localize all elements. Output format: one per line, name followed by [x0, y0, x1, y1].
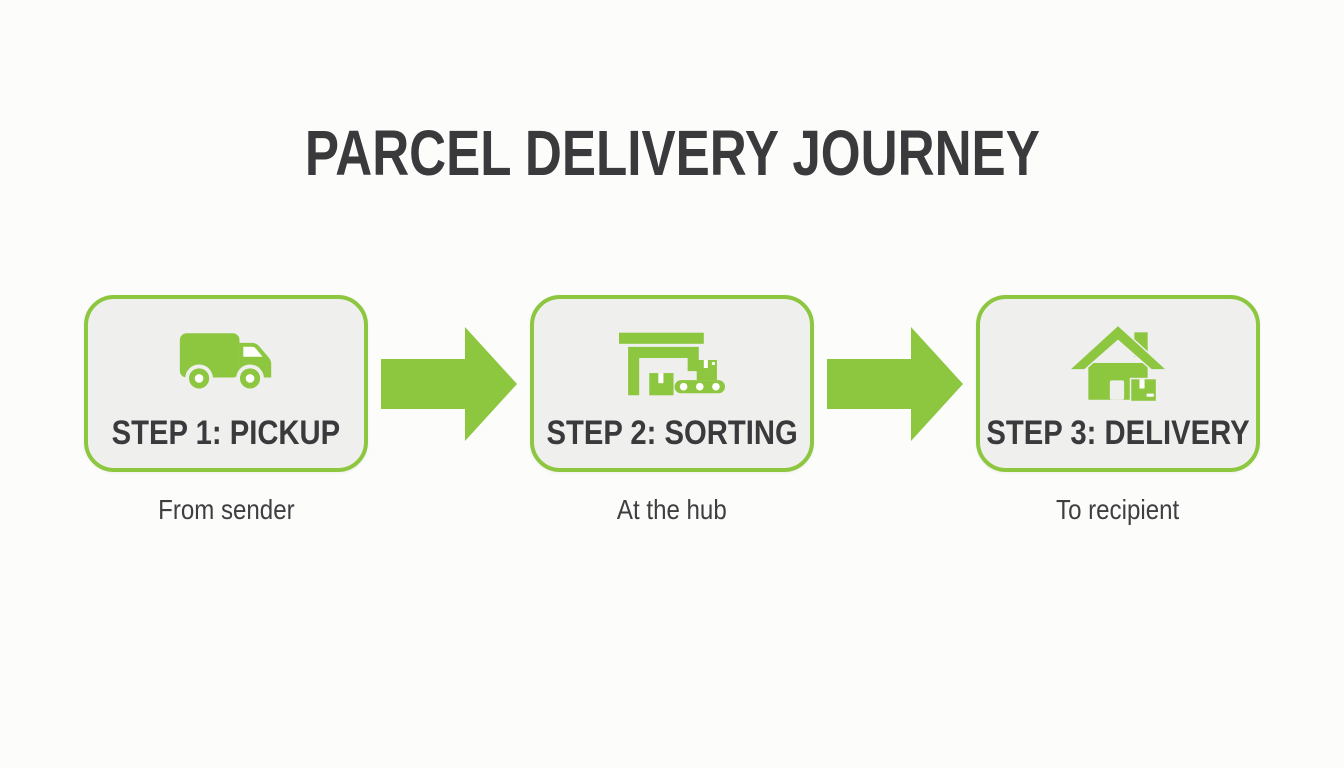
step-delivery: STEP 3: DELIVERY To recipient: [976, 295, 1260, 526]
arrow-right-icon: [827, 327, 963, 441]
delivery-truck-icon: [176, 326, 276, 402]
title-area: PARCEL DELIVERY JOURNEY: [0, 116, 1344, 190]
step-delivery-card: STEP 3: DELIVERY: [976, 295, 1260, 472]
step-sorting-card: STEP 2: SORTING: [530, 295, 814, 472]
arrow-right-icon: [381, 327, 517, 441]
step-label: STEP 1: PICKUP: [111, 414, 341, 452]
step-label: STEP 2: SORTING: [546, 414, 798, 452]
warehouse-conveyor-icon: [619, 326, 725, 402]
step-caption: At the hub: [617, 494, 727, 525]
step-label: STEP 3: DELIVERY: [986, 414, 1250, 452]
step-sorting: STEP 2: SORTING At the hub: [530, 295, 814, 526]
house-delivered-icon: [1071, 326, 1165, 402]
page-title: PARCEL DELIVERY JOURNEY: [304, 117, 1040, 189]
step-caption: From sender: [157, 494, 295, 525]
step-pickup: STEP 1: PICKUP From sender: [84, 295, 368, 526]
step-pickup-card: STEP 1: PICKUP: [84, 295, 368, 472]
process-flow: STEP 1: PICKUP From sender: [0, 295, 1344, 526]
step-caption: To recipient: [1056, 494, 1180, 525]
